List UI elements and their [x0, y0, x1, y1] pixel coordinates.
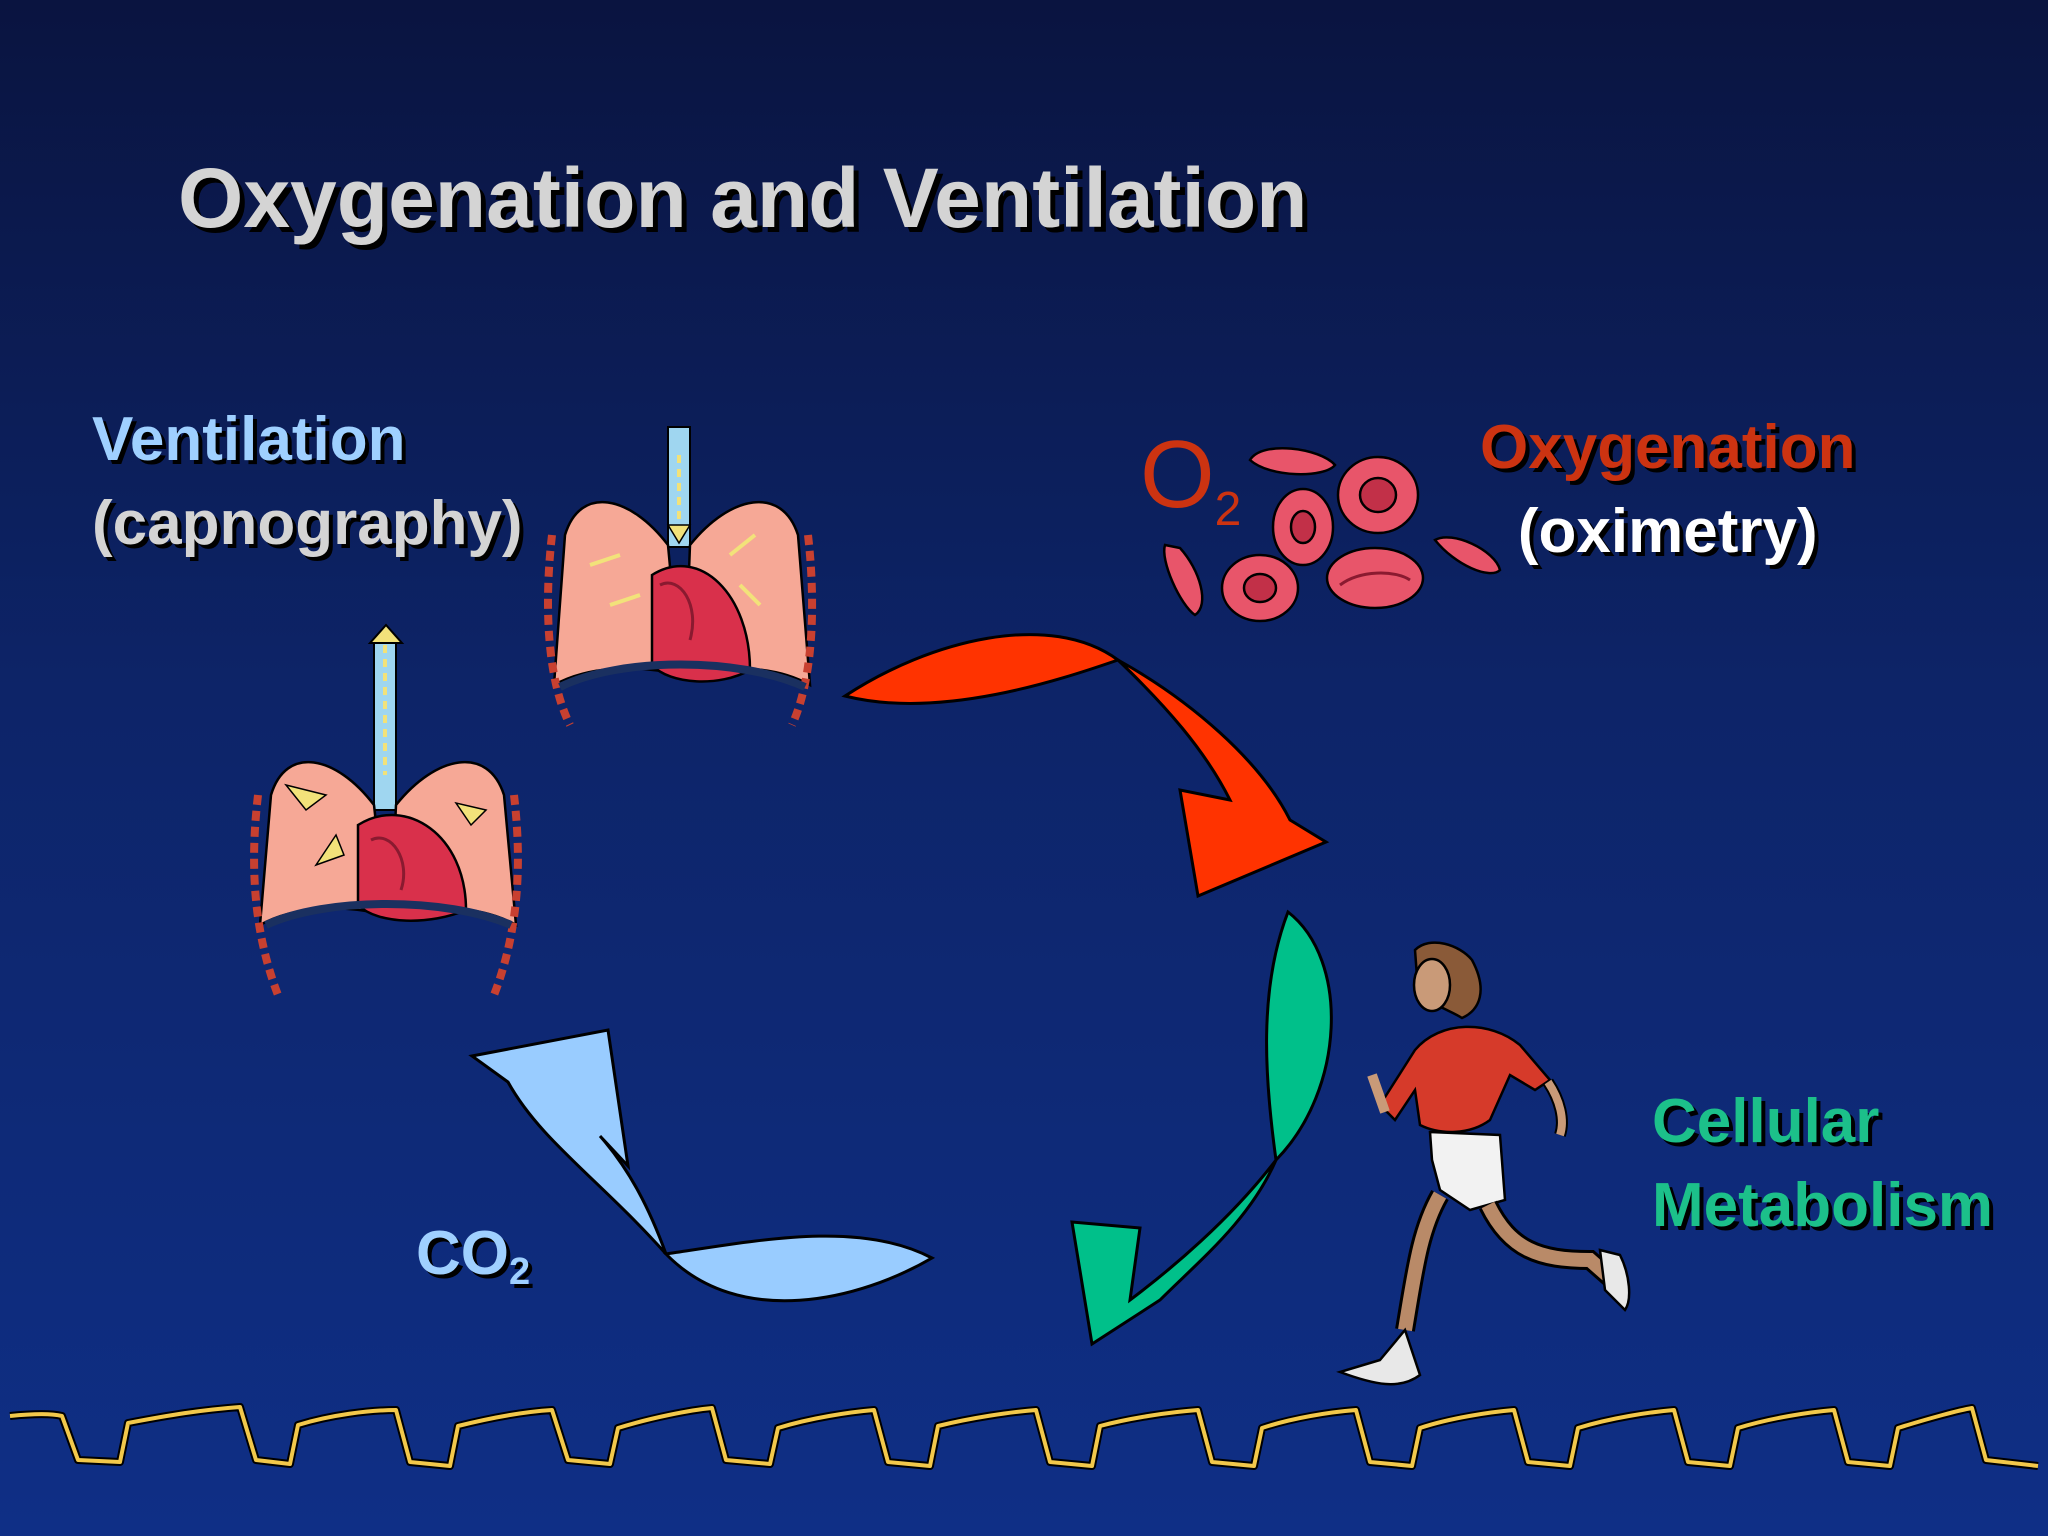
o2-main: O	[1140, 421, 1215, 528]
ventilation-title: Ventilation	[92, 405, 406, 474]
cellular-line1: Cellular	[1652, 1087, 1880, 1156]
co2-label: CO2	[416, 1218, 530, 1293]
blue-arrow	[468, 1028, 936, 1303]
ventilation-subtitle: (capnography)	[92, 489, 523, 558]
co2-subscript: 2	[509, 1251, 531, 1293]
green-arrow	[1070, 909, 1333, 1347]
co2-main: CO	[416, 1219, 509, 1288]
cellular-metabolism-label: Cellular Metabolism	[1652, 1080, 1993, 1248]
capnography-waveform-icon	[9, 1403, 2039, 1470]
cellular-line2: Metabolism	[1652, 1171, 1994, 1240]
lungs-heart-inhale-icon	[544, 426, 817, 727]
oxygenation-subtitle: (oximetry)	[1517, 497, 1818, 566]
oxygenation-label: Oxygenation (oximetry)	[1480, 406, 1856, 574]
runner-icon	[1336, 941, 1631, 1386]
red-arrow	[841, 633, 1330, 899]
red-blood-cells-icon	[1162, 447, 1502, 623]
slide-title: Oxygenation and Ventilation	[178, 151, 1308, 245]
o2-label: O2	[1140, 420, 1241, 536]
lungs-heart-exhale-icon	[250, 623, 522, 997]
oxygenation-title: Oxygenation	[1480, 413, 1856, 482]
ventilation-label: Ventilation (capnography)	[92, 398, 523, 566]
o2-subscript: 2	[1214, 483, 1242, 536]
